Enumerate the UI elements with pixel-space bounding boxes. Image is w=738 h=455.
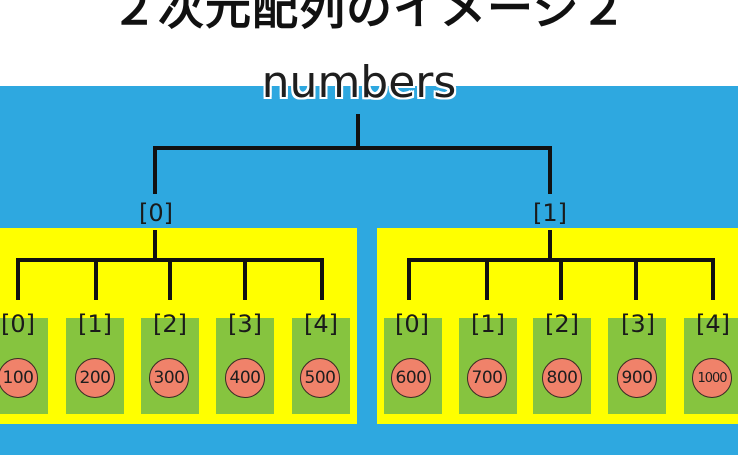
element-index-label: [0] (395, 310, 429, 338)
element-index-label: [2] (153, 310, 187, 338)
element-index-label: [4] (304, 310, 338, 338)
group-0-drop-1 (94, 258, 98, 300)
branch-drop-line-1 (548, 146, 552, 194)
group-1-drop-2 (559, 258, 563, 300)
element-index-label: [1] (78, 310, 112, 338)
element-index-label: [0] (1, 310, 35, 338)
element-value: 300 (149, 358, 189, 398)
element-value: 700 (467, 358, 507, 398)
group-0-stem-line (153, 230, 157, 260)
element-index-label: [2] (545, 310, 579, 338)
element-index-label: [4] (696, 310, 730, 338)
group-0-drop-0 (16, 258, 20, 300)
element-value: 200 (75, 358, 115, 398)
element-index-label: [3] (228, 310, 262, 338)
group-index-label-1: [1] (533, 199, 567, 227)
element-value: 500 (300, 358, 340, 398)
group-1-stem-line (548, 230, 552, 260)
group-0-drop-4 (320, 258, 324, 300)
root-stem-line (356, 114, 360, 148)
element-value: 1000 (692, 358, 732, 398)
root-branch-bar (153, 146, 552, 150)
element-index-label: [1] (471, 310, 505, 338)
element-value: 600 (391, 358, 431, 398)
group-0-drop-2 (168, 258, 172, 300)
group-0-drop-3 (243, 258, 247, 300)
element-value: 400 (225, 358, 265, 398)
element-value: 900 (617, 358, 657, 398)
group-1-drop-3 (634, 258, 638, 300)
group-1-drop-0 (407, 258, 411, 300)
branch-drop-line-0 (153, 146, 157, 194)
diagram-title: ２次元配列のイメージ２ (110, 0, 628, 35)
group-1-drop-1 (485, 258, 489, 300)
element-value: 100 (0, 358, 38, 398)
element-value: 800 (542, 358, 582, 398)
group-index-label-0: [0] (139, 199, 173, 227)
root-array-label: numbers (261, 57, 457, 108)
element-index-label: [3] (621, 310, 655, 338)
group-1-drop-4 (711, 258, 715, 300)
